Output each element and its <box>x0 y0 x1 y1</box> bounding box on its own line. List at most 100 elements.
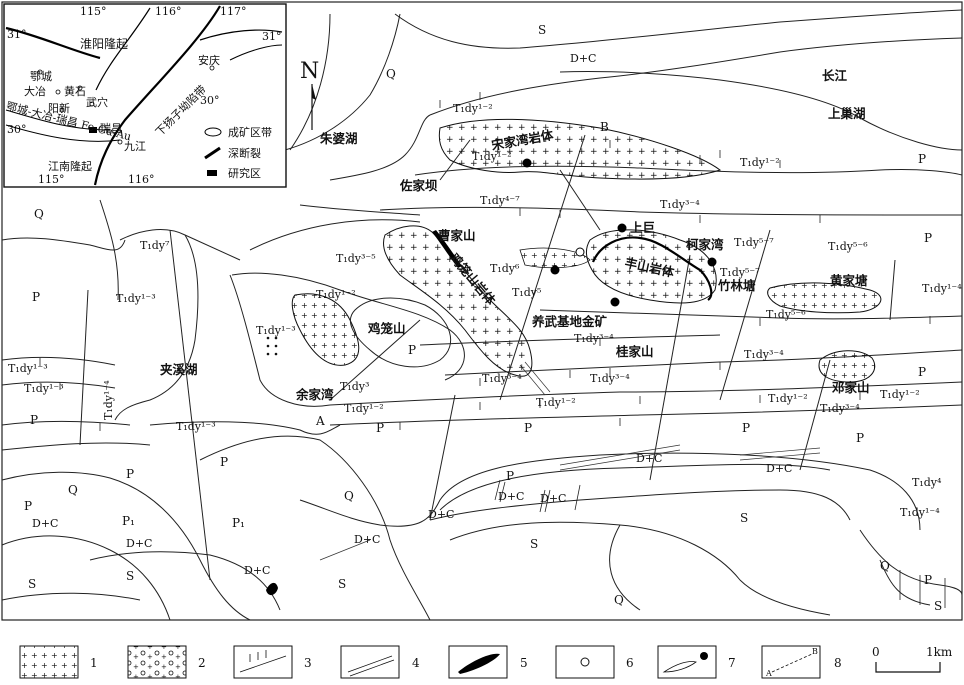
formation-label: P <box>856 431 864 445</box>
formation-label: T₁dy¹⁻³ <box>24 382 64 395</box>
deposit-kejiawan <box>707 257 717 267</box>
formation-label: T₁dy¹⁻³ <box>176 420 216 433</box>
contact-line-3 <box>299 204 421 216</box>
inset-line-2 <box>199 29 283 41</box>
inset-city-anqing: 安庆 <box>198 53 220 67</box>
formation-label: T₁dy⁴ <box>912 476 942 489</box>
deposit-yangwu <box>610 297 620 307</box>
fault-10 <box>184 234 241 261</box>
formation-label: T₁dy¹⁻² <box>768 392 808 405</box>
label-jiaxi-lake: 夹溪湖 <box>160 362 198 377</box>
formation-label: T₁dy¹⁻² <box>740 156 780 169</box>
label-guijiashan: 桂家山 <box>615 344 654 359</box>
inset-jiangnan: 江南隆起 <box>48 159 92 173</box>
inset-lat-30: 30° <box>200 94 220 107</box>
s-boundary-7 <box>449 521 831 616</box>
river-bank-north <box>394 9 963 49</box>
formation-label: T₁dy⁵⁻⁶ <box>828 240 868 253</box>
formation-label: S <box>126 569 134 583</box>
fault-9 <box>889 259 896 321</box>
formation-label: D+C <box>244 564 270 577</box>
fault-8 <box>429 394 456 521</box>
formation-label: Q <box>344 489 354 503</box>
legend-swatch-1 <box>19 645 79 679</box>
formation-label: P <box>524 421 532 435</box>
formation-label: D+C <box>354 533 380 546</box>
legend-label-8: 8 <box>834 656 842 670</box>
contact-line-10 <box>539 309 963 320</box>
deposit-songjiawan <box>522 158 532 168</box>
formation-label: P <box>924 231 932 245</box>
formation-label: T₁dy⁵⁻⁶ <box>766 308 806 321</box>
legend-label-2: 2 <box>198 656 206 670</box>
inset-lon-top-1: 115° <box>80 5 107 18</box>
inset-deep-fault-1 <box>5 26 101 60</box>
occurrence-circle <box>575 247 585 257</box>
formation-label: D+C <box>540 492 566 505</box>
inset-belt-upper <box>5 109 111 131</box>
w-line-5 <box>114 229 199 421</box>
formation-label: P <box>220 455 228 469</box>
contact-line-4 <box>249 219 421 251</box>
formation-label: T₁dy³⁻⁴ <box>482 372 522 385</box>
formation-label: Q <box>386 67 396 81</box>
scale-length: 1km <box>926 645 953 659</box>
inset-lon-bottom-2: 116° <box>128 173 155 186</box>
inset-huaiyang: 淮阳隆起 <box>80 36 128 51</box>
inset-city-daye: 大冶 <box>24 84 46 98</box>
deposit-mid <box>550 265 560 275</box>
s-boundary-3 <box>199 435 431 621</box>
jilongshan-contact <box>231 272 465 381</box>
inset-legend-belt: 成矿区带 <box>228 126 272 139</box>
fault-a-line <box>329 319 421 401</box>
fault-5 <box>799 359 831 471</box>
label-zhulintang: 竹林塘 <box>717 278 756 293</box>
formation-label: D+C <box>766 462 792 475</box>
label-huangjiatang: 黄家塘 <box>830 273 868 288</box>
scale-bar: 0 1km <box>872 645 953 673</box>
inset-lon-top-2: 116° <box>155 5 182 18</box>
inset-map: 115° 116° 117° 115° 116° 31° 30° 31° 淮阳隆… <box>3 3 287 188</box>
formation-label: T₁dy⁴⁻⁷ <box>480 194 520 207</box>
north-label: N <box>300 59 319 84</box>
label-kejiawan: 柯家湾 <box>686 237 724 252</box>
s-boundary-10 <box>1 592 141 601</box>
formation-label: S <box>934 599 942 613</box>
w-line-4 <box>1 420 131 426</box>
formation-label: T₁dy⁵⁻⁷ <box>734 236 774 249</box>
formation-label: P <box>32 290 40 304</box>
fault-4 <box>719 229 771 401</box>
contact-line-9 <box>419 334 721 346</box>
songjiawan-intrusion <box>438 118 722 180</box>
inset-deep-fault-2 <box>93 5 221 186</box>
map-frame <box>1 1 963 621</box>
inset-lat-3: 31° <box>262 30 282 43</box>
formation-label: T₁dy⁷ <box>140 239 170 252</box>
skarn-jilongshan <box>432 230 462 268</box>
formation-label: P <box>126 467 134 481</box>
formation-label: T₁dy¹⁻³ <box>256 324 296 337</box>
legend-swatch-3 <box>233 645 293 679</box>
formation-label: Q <box>880 559 890 573</box>
label-dengjiashan: 邓家山 <box>832 380 870 395</box>
w-line-2 <box>1 357 116 366</box>
map-legend: 1 2 3 4 5 6 7 A B 8 0 1km <box>19 645 953 679</box>
formation-label: Q <box>34 207 44 221</box>
inset-frame <box>3 3 287 188</box>
inset-study-area <box>89 127 97 133</box>
formation-label: T₁dy³⁻⁴ <box>744 348 784 361</box>
inset-city-marks <box>37 65 215 145</box>
contact-line-5 <box>229 274 331 407</box>
label-point-a: A <box>315 414 325 428</box>
formation-label: D+C <box>126 537 152 550</box>
formation-label: D+C <box>498 490 524 503</box>
formation-label: P <box>918 152 926 166</box>
formation-label: S <box>530 537 538 551</box>
formation-label: T₁dy¹⁻² <box>536 396 576 409</box>
inset-edge-line <box>289 13 331 151</box>
formation-label: D+C <box>32 517 58 530</box>
inset-city-jiujiang: 九江 <box>124 140 146 153</box>
zhupo-shore-west <box>284 13 401 151</box>
inset-legend-belt-icon <box>204 127 222 137</box>
